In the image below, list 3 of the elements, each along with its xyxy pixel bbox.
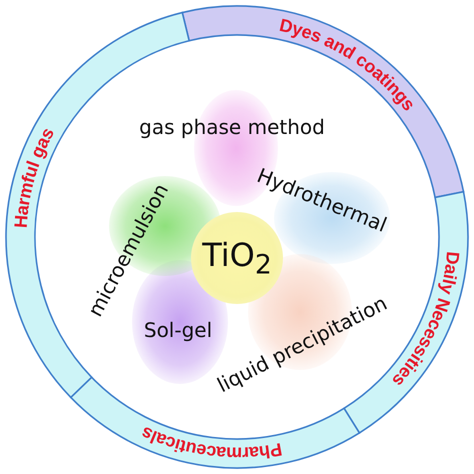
center-label: TiO$_{2}$ bbox=[202, 236, 272, 280]
method-label: Sol-gel bbox=[144, 319, 212, 341]
method-label: gas phase method bbox=[139, 116, 325, 138]
